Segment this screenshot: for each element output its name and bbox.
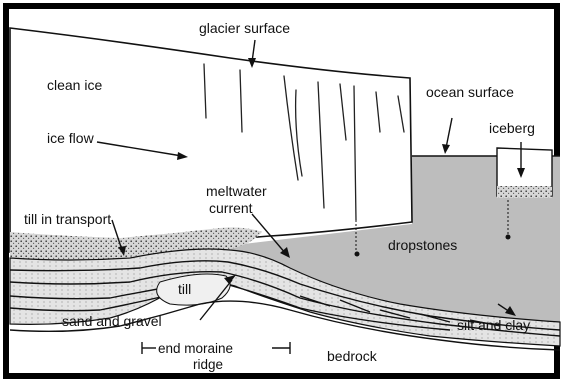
- label-clean-ice: clean ice: [47, 77, 102, 93]
- label-meltwater: meltwater: [206, 183, 267, 199]
- label-glacier-surface: glacier surface: [199, 20, 290, 36]
- label-current: current: [209, 200, 253, 216]
- label-sand-and-gravel: sand and gravel: [62, 313, 162, 329]
- label-till-in-transport: till in transport: [24, 211, 111, 227]
- label-iceberg: iceberg: [489, 120, 535, 136]
- label-ridge: ridge: [193, 357, 223, 372]
- label-dropstones: dropstones: [388, 237, 457, 253]
- label-bedrock: bedrock: [327, 348, 378, 364]
- label-end-moraine: end moraine: [158, 341, 233, 356]
- label-ice-flow: ice flow: [47, 130, 95, 146]
- label-ocean-surface: ocean surface: [426, 84, 514, 100]
- label-till: till: [178, 281, 191, 297]
- label-silt-and-clay: silt and clay: [457, 317, 530, 333]
- iceberg-base: [497, 186, 552, 198]
